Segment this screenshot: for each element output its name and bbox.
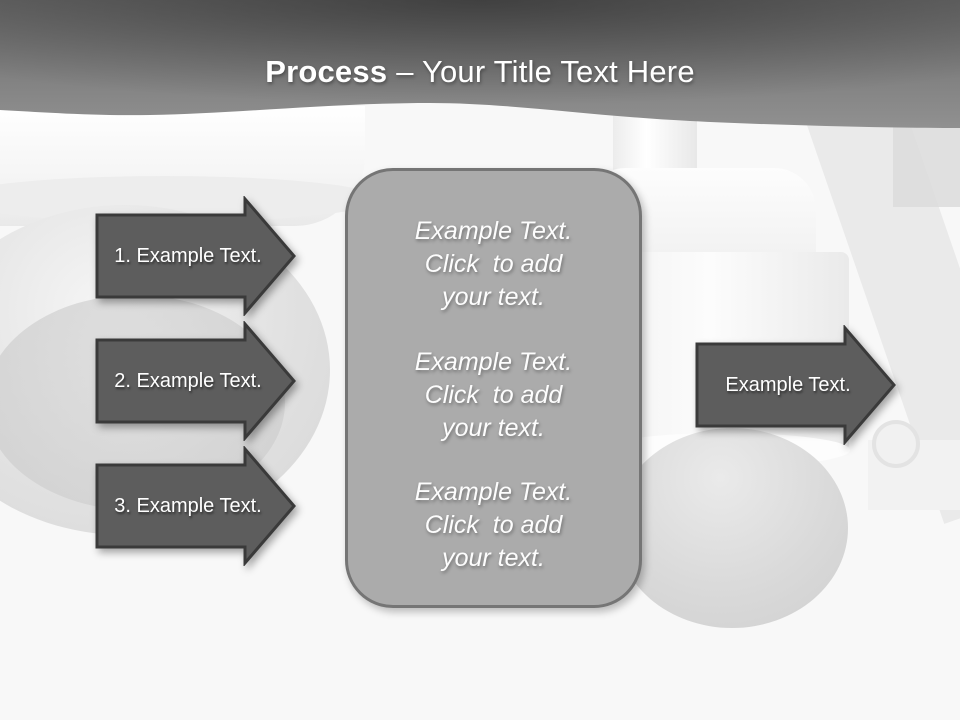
paragraph-line: Click to add <box>424 250 563 278</box>
slide-title[interactable]: Process– Your Title Text Here <box>0 54 960 90</box>
paragraph-line: Click to add <box>424 380 563 409</box>
process-arrow-3-label: 3. Example Text. <box>114 494 262 517</box>
process-arrow-2[interactable]: 2. Example Text. <box>95 321 297 441</box>
right-camera-screw <box>872 420 920 468</box>
paragraph-line: Example Text. <box>414 478 573 506</box>
center-paragraph-2: Example Text. Click to add your text. <box>362 346 625 445</box>
center-text-box[interactable]: Example Text. Click to add your text. Ex… <box>345 168 642 608</box>
paragraph-line: your text. <box>442 283 545 311</box>
paragraph-line: Example Text. <box>414 217 573 245</box>
paragraph-line: your text. <box>442 413 545 442</box>
output-arrow[interactable]: Example Text. <box>695 325 897 445</box>
center-paragraph-3: Example Text. Click to add your text. <box>362 476 625 575</box>
header-band <box>0 0 960 128</box>
center-paragraph-1: Example Text. Click to add your text. <box>362 215 625 314</box>
paragraph-line: Example Text. <box>414 347 573 376</box>
slide-title-text: – Your Title Text Here <box>396 54 695 89</box>
arrow-right-icon <box>95 196 296 316</box>
output-arrow-label: Example Text. <box>725 373 851 396</box>
slide-title-keyword: Process <box>265 54 388 89</box>
paragraph-line: your text. <box>442 544 545 572</box>
process-arrow-3[interactable]: 3. Example Text. <box>95 446 297 566</box>
process-arrow-1[interactable]: 1. Example Text. <box>95 196 297 316</box>
arrow-right-icon <box>695 325 896 445</box>
arrow-right-icon <box>95 321 296 441</box>
arrow-right-icon <box>95 446 296 566</box>
paragraph-line: Click to add <box>424 511 563 539</box>
process-arrow-2-label: 2. Example Text. <box>114 369 262 392</box>
right-camera-dome <box>616 428 848 628</box>
process-arrow-1-label: 1. Example Text. <box>114 244 262 267</box>
